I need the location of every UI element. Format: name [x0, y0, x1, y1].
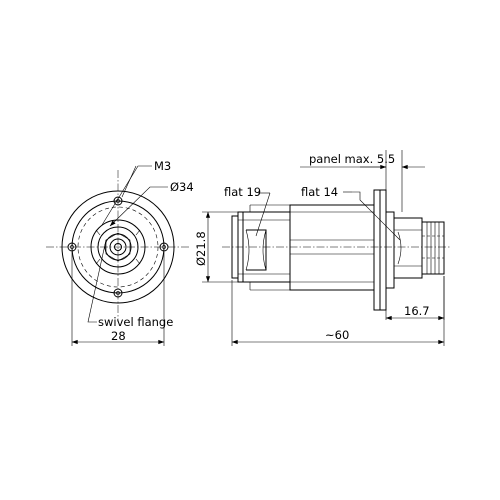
front-width-dimension: [71, 252, 165, 346]
front-view: [46, 170, 190, 322]
panel-dimension: [300, 150, 425, 212]
side-view-leaders: [255, 191, 401, 241]
nose-length-dimension: [385, 276, 445, 321]
label-width-28: 28: [111, 329, 126, 343]
label-flat-19: flat 19: [224, 185, 261, 199]
mounting-hole: [113, 196, 123, 206]
label-panel-max: panel max. 5.5: [309, 152, 395, 166]
mounting-hole: [159, 242, 169, 252]
label-m3: M3: [154, 159, 171, 173]
label-diameter-34: Ø34: [170, 180, 194, 194]
label-diameter-21-8: Ø21.8: [194, 231, 208, 266]
label-swivel-flange: swivel flange: [98, 315, 173, 329]
label-length-60: ~60: [325, 328, 349, 342]
mounting-hole: [67, 242, 77, 252]
label-flat-14: flat 14: [301, 185, 338, 199]
label-length-16-7: 16.7: [404, 304, 430, 318]
mounting-hole: [113, 288, 123, 298]
front-view-leaders: [87, 165, 168, 323]
side-view: [222, 189, 450, 311]
